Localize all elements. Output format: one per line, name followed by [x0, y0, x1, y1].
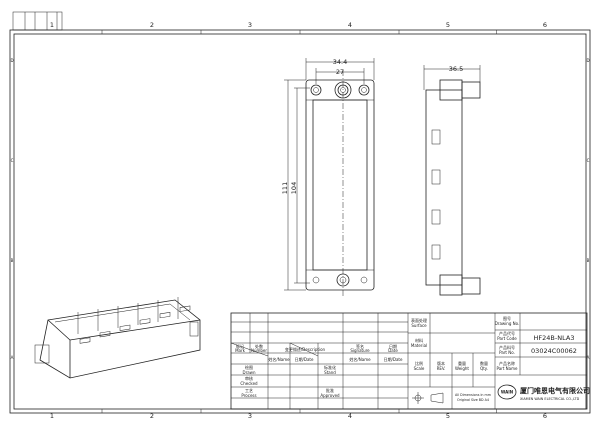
approved-label: Approved	[320, 393, 340, 398]
column-labels: 1 1 2 2 3 3 4 4 5 5 6 6	[50, 21, 547, 420]
side-view: 36.5	[423, 65, 481, 296]
column-label: 6	[543, 412, 547, 420]
column-label: 4	[348, 412, 352, 420]
drawn-label: Drawn	[243, 370, 256, 375]
dim-104: 104	[290, 182, 298, 194]
part-name-label-cn: 产品名称	[499, 360, 515, 366]
isometric-view	[34, 297, 201, 379]
part-code-label: Part Code	[497, 336, 517, 341]
contact-slot	[139, 318, 151, 325]
name-label-2: 姓名/Name	[349, 356, 371, 362]
drawn-label-cn: 绘图	[245, 364, 253, 370]
column-label: 1	[50, 21, 54, 29]
column-label: 4	[348, 21, 352, 29]
dimensions-note: All Dimensions in mm	[455, 393, 491, 397]
rev-label-cn: 版本	[437, 360, 445, 366]
company-logo: WAIN	[497, 384, 517, 400]
checked-label: Checked	[240, 381, 258, 386]
signature-label: Signature	[350, 348, 370, 353]
row-labels: D D C C B B A A	[10, 58, 589, 360]
column-label: 3	[248, 412, 252, 420]
signature-label-cn: 签名	[356, 343, 364, 349]
number-label: Number	[251, 348, 267, 353]
approved-label-cn: 批准	[326, 387, 334, 393]
date-label-cn: 日期	[389, 343, 397, 349]
part-no-label: Part No.	[499, 350, 515, 355]
scale-label: Scale	[414, 366, 425, 371]
company-name-en: XIAMEN WAIN ELECTRICAL CO.,LTD	[520, 397, 580, 401]
column-label: 3	[248, 21, 252, 29]
row-label: B	[587, 258, 590, 263]
column-label: 5	[446, 21, 450, 29]
column-label: 6	[543, 21, 547, 29]
logo-text: WAIN	[501, 390, 513, 395]
part-no-label-cn: 产品料号	[499, 344, 515, 350]
column-label: 2	[150, 21, 154, 29]
contact-slot	[159, 311, 171, 319]
material-label-cn: 材料	[415, 337, 423, 343]
row-label: B	[11, 258, 14, 263]
column-label: 2	[150, 412, 154, 420]
name-label-1: 姓名/Name	[268, 356, 290, 362]
original-size-note: Original Size BD A4	[457, 398, 489, 402]
row-label: C	[11, 158, 14, 163]
contact-slot	[119, 324, 131, 331]
part-code-value: HF24B-NLA3	[534, 334, 575, 342]
material-label: Material	[411, 343, 427, 348]
projection-symbol-icon	[412, 392, 444, 404]
number-label-cn: 处数	[255, 343, 263, 349]
part-no-value: 03024C00062	[531, 347, 577, 355]
dim-34-4: 34.4	[333, 58, 347, 66]
row-label: D	[10, 58, 13, 63]
drawing-no-label-cn: 图号	[503, 315, 511, 321]
weight-label-cn: 重量	[458, 360, 466, 366]
front-view: 34.4 27 111 104	[281, 58, 375, 298]
column-label: 5	[446, 412, 450, 420]
dim-111: 111	[281, 182, 289, 194]
drawing-no-label: Drawing No.	[495, 321, 520, 326]
company-name-cn: 厦门唯恩电气有限公司	[519, 386, 590, 395]
contact-slot	[99, 331, 111, 338]
dim-27: 27	[336, 68, 344, 76]
mark-label-cn: 标记	[236, 343, 244, 349]
stand-label-cn: 标准化	[324, 364, 336, 370]
qty-label: Qty.	[480, 366, 488, 371]
contact-slot	[79, 337, 91, 344]
date-label-2: 日期/Date	[384, 356, 403, 362]
qty-label-cn: 数量	[480, 360, 488, 366]
description-label: 变更描述/Description	[285, 346, 326, 352]
process-label: Process	[241, 393, 256, 398]
column-label: 1	[50, 412, 54, 420]
contact-slot	[179, 305, 191, 312]
process-label-cn: 工艺	[245, 388, 253, 393]
stand-label: Stand	[324, 370, 336, 375]
dim-36-5: 36.5	[449, 65, 463, 73]
row-label: A	[11, 355, 14, 360]
rev-label: REV.	[437, 366, 446, 371]
date-label: Date	[388, 348, 398, 353]
top-left-box	[12, 11, 63, 31]
outer-frame	[9, 29, 591, 414]
date-label-1: 日期/Date	[295, 356, 314, 362]
scale-label-cn: 比例	[415, 360, 423, 366]
row-label: A	[587, 355, 590, 360]
row-label: D	[586, 58, 589, 63]
part-code-label-cn: 产品代号	[499, 330, 515, 336]
checked-label-cn: 审核	[245, 375, 253, 381]
surface-label-cn: 表面处理	[411, 317, 427, 323]
part-name-label: Part Name	[497, 366, 519, 371]
row-label: C	[587, 158, 590, 163]
mark-label: Mark	[235, 348, 246, 353]
surface-label: Surface	[411, 323, 427, 328]
weight-label: Weight	[455, 366, 469, 371]
title-block: 标记 Mark 处数 Number 变更描述/Description 签名 Si…	[230, 312, 590, 410]
